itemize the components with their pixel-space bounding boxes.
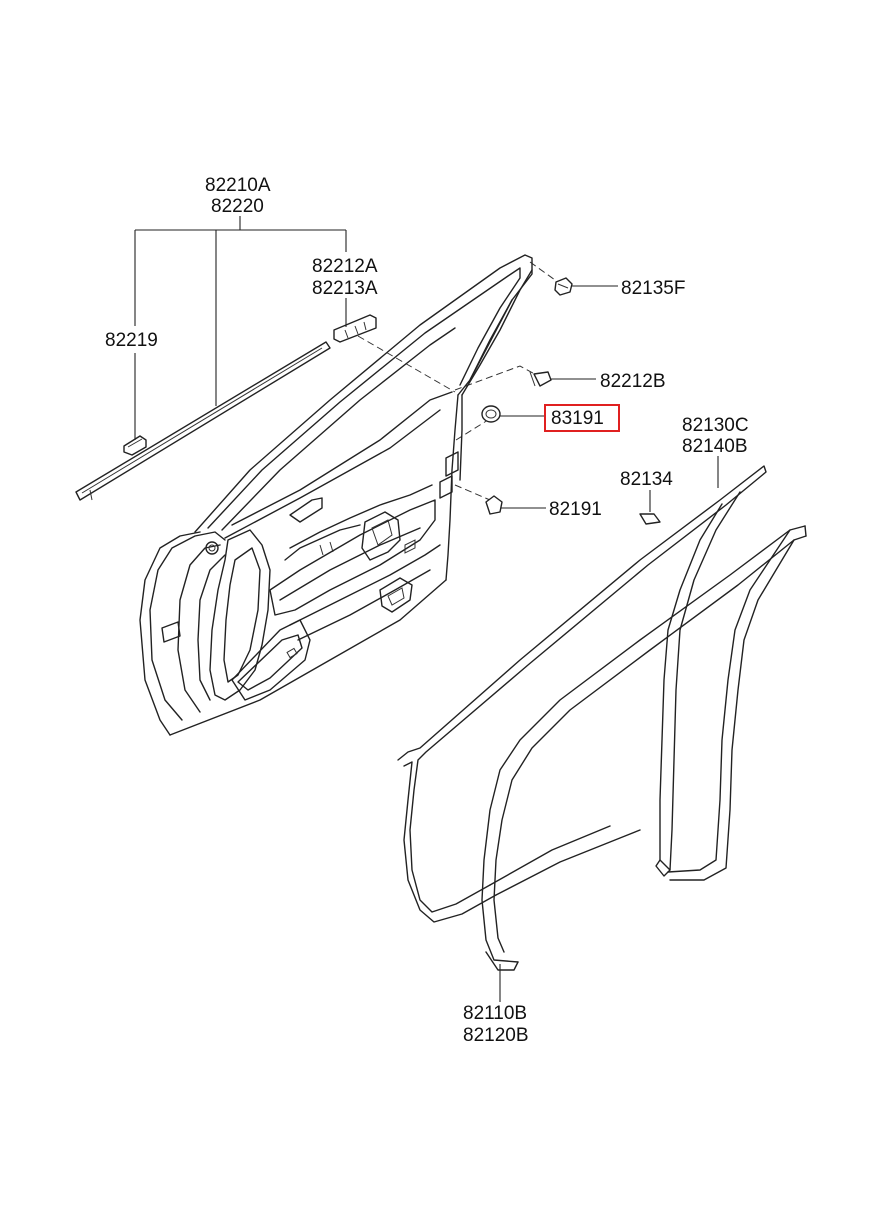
- highlight-box-83191: [544, 404, 620, 432]
- screw-82212B: [529, 371, 552, 387]
- label-82120B[interactable]: 82120B: [463, 1025, 529, 1046]
- weatherstrip-82110B: [481, 525, 807, 971]
- cap-82191: [485, 495, 503, 515]
- clip-82212A: [333, 314, 377, 343]
- label-82140B[interactable]: 82140B: [682, 436, 748, 457]
- leader-lines: [134, 216, 719, 1002]
- label-82219[interactable]: 82219: [105, 330, 158, 351]
- front-door-panel: [139, 254, 533, 736]
- label-82135F[interactable]: 82135F: [621, 278, 685, 299]
- label-82110B[interactable]: 82110B: [463, 1003, 527, 1024]
- label-82130C[interactable]: 82130C: [682, 415, 749, 436]
- label-82212B[interactable]: 82212B: [600, 371, 666, 392]
- label-83191[interactable]: 83191: [551, 408, 604, 429]
- fastener-82135F: [554, 277, 573, 296]
- label-82134[interactable]: 82134: [620, 469, 673, 490]
- grommet-83191: [481, 405, 501, 423]
- belt-moulding-82210A: [75, 341, 331, 501]
- label-82213A[interactable]: 82213A: [312, 278, 378, 299]
- clip-82134: [639, 513, 661, 525]
- label-82212A[interactable]: 82212A: [312, 256, 378, 277]
- part-labels: 82210A 82220 82212A 82213A 82219 82135F …: [105, 175, 749, 1046]
- weatherstrip-82130C: [397, 465, 767, 923]
- label-82220[interactable]: 82220: [211, 196, 264, 217]
- label-82210A[interactable]: 82210A: [205, 175, 271, 196]
- label-82191[interactable]: 82191: [549, 499, 602, 520]
